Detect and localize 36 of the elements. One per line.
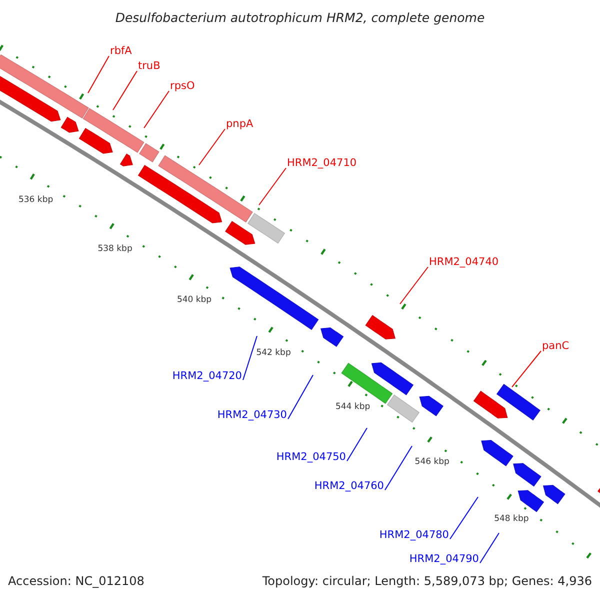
gene-label: rbfA (110, 45, 132, 57)
leader-line (288, 374, 314, 420)
leader-line (346, 428, 368, 462)
position-label: 548 kbp (494, 514, 529, 524)
leader-line (88, 56, 110, 94)
gene-label: HRM2_04750 (276, 451, 346, 463)
gene-label: panC (542, 340, 570, 352)
gene-label: rpsO (170, 80, 195, 92)
leader-line (384, 446, 412, 490)
position-label: 544 kbp (335, 402, 370, 412)
footer-text: Topology: circular; Length: 5,589,073 bp; Genes: 4,936 (262, 574, 592, 588)
leader-line (400, 266, 428, 304)
position-label: 540 kbp (176, 295, 212, 306)
footer-text: Accession: NC_012108 (8, 574, 144, 588)
leader-line (450, 496, 478, 540)
gene-label: HRM2_04740 (429, 256, 499, 268)
leader-line (480, 532, 500, 564)
gene-label: truB (138, 60, 160, 72)
position-label: 546 kbp (414, 457, 450, 468)
chart-title: Desulfobacterium autotrophicum HRM2, complete genome (114, 10, 486, 25)
gene-label: HRM2_04780 (379, 529, 449, 541)
gene-label: HRM2_04710 (287, 157, 357, 169)
leader-line (198, 128, 226, 166)
gene-label: HRM2_04790 (409, 553, 479, 565)
position-label: 536 kbp (18, 194, 54, 205)
position-label: 538 kbp (98, 244, 132, 254)
gene-label: HRM2_04760 (314, 480, 384, 492)
gene-label: pnpA (226, 118, 254, 130)
gene-label: HRM2_04730 (217, 409, 287, 421)
leader-line (258, 168, 286, 206)
leader-line (112, 70, 138, 110)
leader-line (144, 90, 170, 128)
leader-line (512, 350, 542, 388)
position-label: 542 kbp (256, 348, 291, 358)
leader-line (242, 336, 258, 380)
gene-label: HRM2_04720 (172, 370, 242, 382)
